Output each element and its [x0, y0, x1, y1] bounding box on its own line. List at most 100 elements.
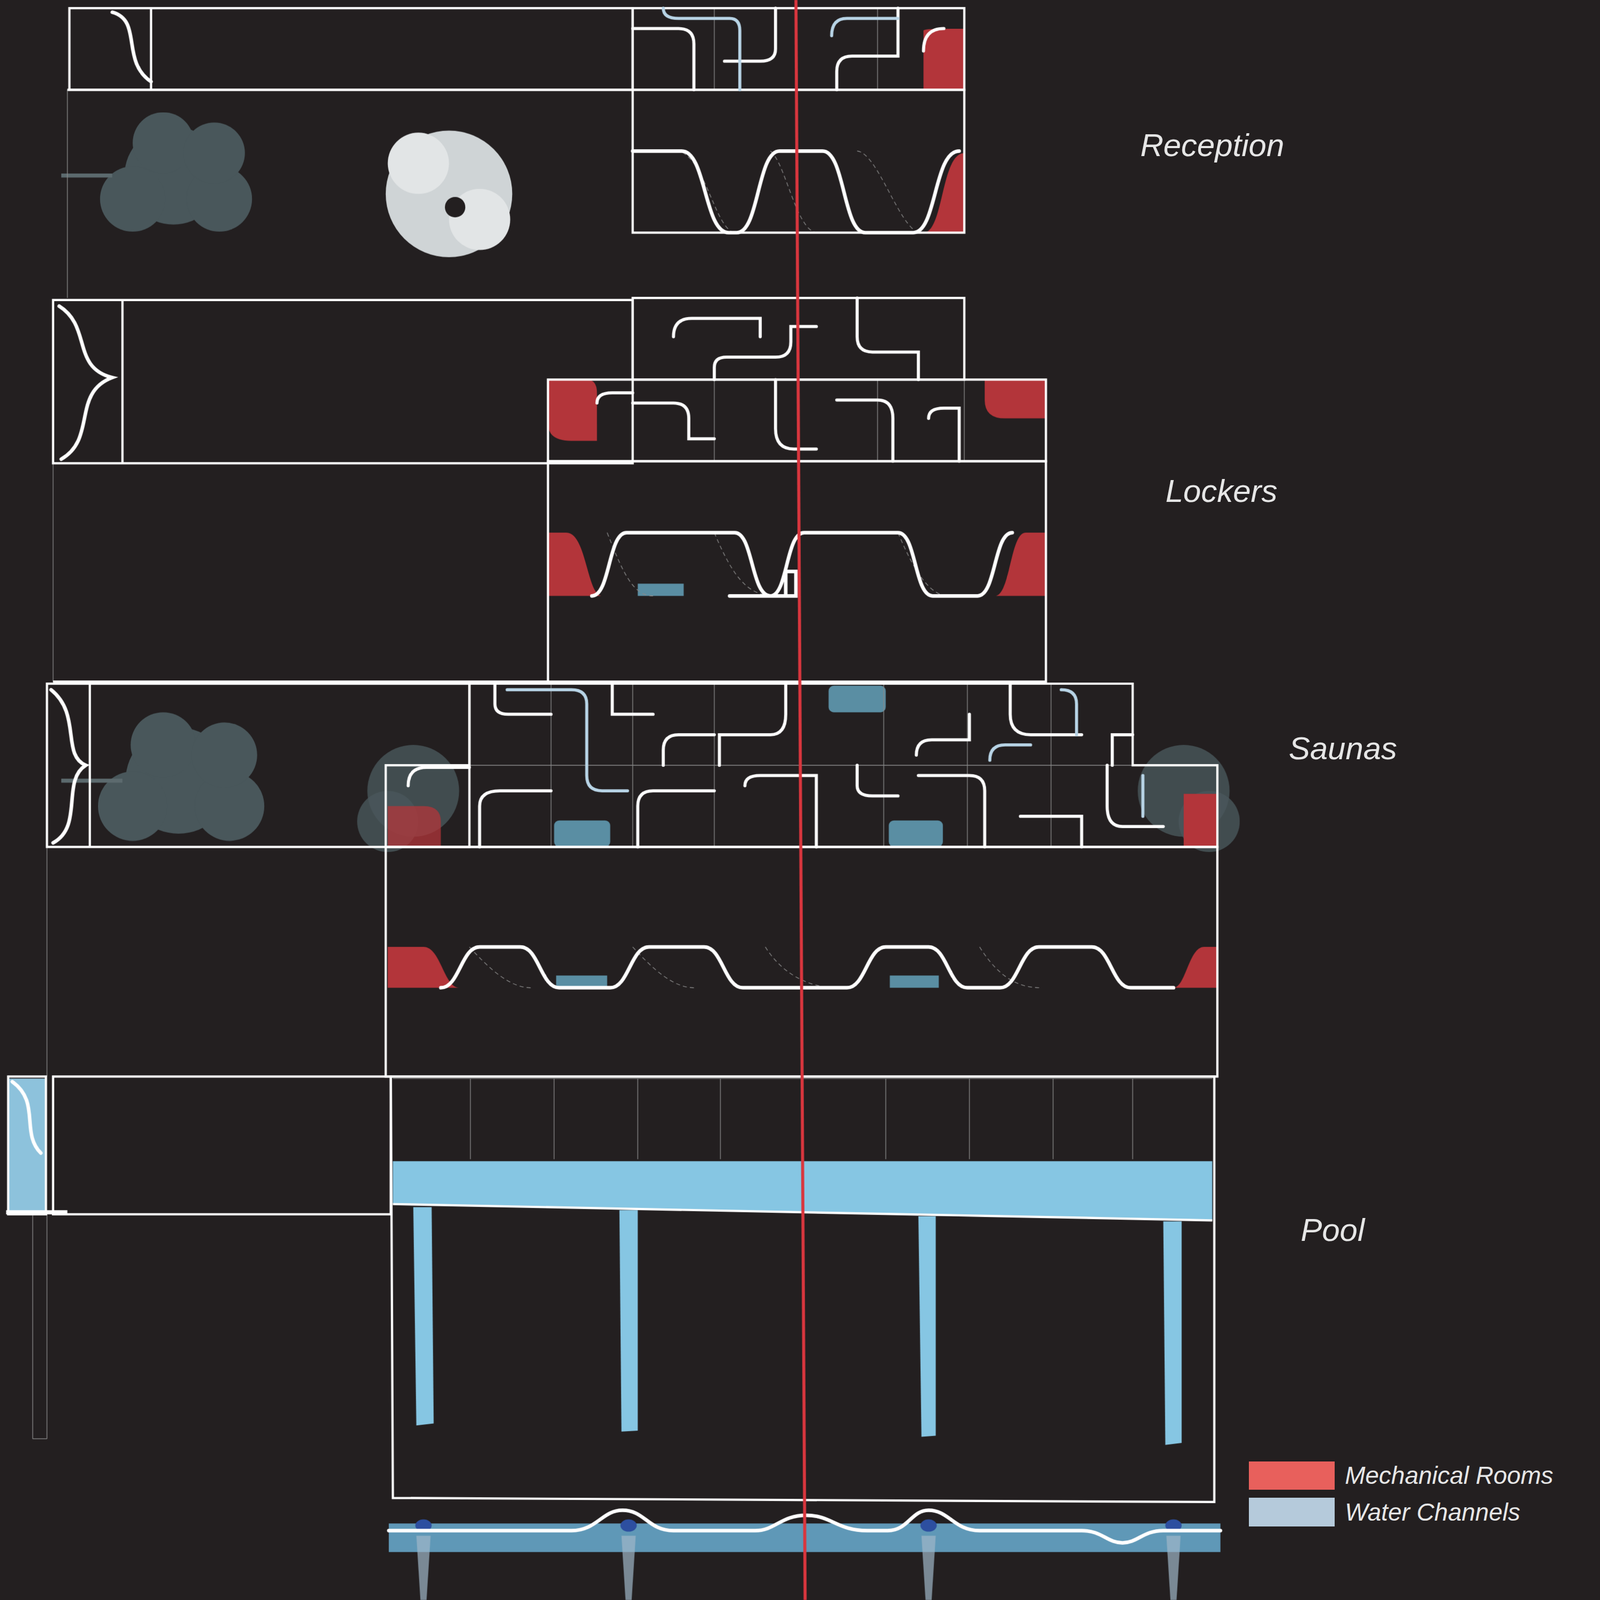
pipe: [408, 767, 470, 786]
sauna-plunge: [554, 583, 944, 988]
pipe: [744, 775, 817, 848]
building-outline: [149, 7, 152, 90]
pipe: [1107, 765, 1164, 827]
pipe: [612, 683, 654, 714]
building-outline: [53, 1076, 392, 1215]
pipe: [632, 28, 694, 91]
zone-label: Saunas: [1288, 729, 1398, 767]
water-pipe: [831, 18, 898, 36]
grid-line: [885, 1078, 887, 1159]
tree-light: [387, 132, 450, 194]
section-profile: [51, 689, 86, 843]
pipe: [836, 7, 898, 90]
building-outline: [5, 1209, 68, 1215]
legend-text: Mechanical Rooms: [1344, 1461, 1554, 1490]
pipe: [857, 297, 919, 380]
pipe: [1010, 683, 1082, 735]
zone-label: Reception: [1140, 126, 1285, 164]
mechanical-room: [547, 379, 597, 441]
grid-line: [876, 7, 878, 90]
sauna-plunge: [554, 820, 611, 848]
pipe: [923, 28, 944, 52]
section-profile: [440, 946, 1174, 988]
grid-line: [963, 379, 965, 461]
drain: [620, 1519, 637, 1532]
pipe: [596, 392, 633, 403]
water-channel: [619, 1209, 638, 1432]
water-pipe: [507, 7, 1143, 817]
sauna-plunge: [556, 975, 608, 988]
building-outline: [547, 461, 1046, 682]
tree: [191, 722, 258, 789]
section-profile: [12, 12, 1221, 1543]
zone-label-text: Lockers: [1165, 473, 1278, 509]
building-outline: [389, 1076, 392, 1215]
grid-line: [969, 1078, 970, 1159]
pipe: [918, 775, 985, 848]
tree-light: [444, 197, 466, 218]
mechanical-room: [984, 379, 1046, 419]
pipe: [1112, 734, 1133, 766]
grid-line: [553, 1078, 555, 1159]
downspout: [621, 1535, 636, 1600]
pipe: [408, 7, 1164, 847]
building-outline: [67, 88, 633, 91]
water-pipe: [1061, 689, 1077, 735]
grid-line: [1132, 1078, 1133, 1159]
pipe: [836, 400, 893, 462]
pipe: [724, 7, 776, 62]
mechanical-room: [923, 28, 965, 91]
tree-trunk: [61, 173, 113, 178]
water-pipe: [989, 744, 1031, 761]
downspout: [1166, 1535, 1181, 1600]
pipe: [663, 734, 715, 766]
mechanical-room: [1173, 946, 1217, 988]
grid-line: [713, 7, 715, 90]
legend-entry: Mechanical Rooms: [1344, 1460, 1554, 1490]
tree: [183, 122, 246, 184]
grid-line: [32, 7, 1218, 1439]
grid-line: [719, 1078, 721, 1159]
grid-line: [637, 1078, 638, 1159]
building-outline: [5, 7, 1217, 1502]
zone-label-text: Reception: [1140, 126, 1285, 163]
tree-light: [385, 130, 513, 257]
pipe: [637, 790, 715, 847]
section-cut-line: [796, 0, 806, 1600]
grid-line: [876, 379, 878, 461]
grid-line: [46, 1214, 47, 1439]
sauna-plunge: [889, 975, 939, 988]
mechanical-room: [547, 532, 603, 597]
building-outline: [53, 299, 633, 464]
downspout: [416, 1535, 431, 1600]
sauna-plunge: [828, 685, 886, 713]
drain: [920, 1519, 937, 1532]
pipe: [775, 379, 817, 449]
grid-line: [52, 463, 54, 682]
grid-line: [607, 532, 950, 597]
legend-swatch: [1248, 1497, 1335, 1527]
tree: [1178, 790, 1240, 852]
building-outline: [632, 7, 964, 90]
pipe: [719, 683, 786, 766]
mechanical-room: [387, 806, 442, 848]
section-profile: [591, 532, 1013, 597]
water-pipe: [663, 7, 741, 90]
pipe: [928, 408, 960, 462]
water-channel: [7, 1078, 46, 1215]
tree: [98, 112, 1240, 853]
mechanical-room: [387, 28, 1218, 988]
grid-line: [67, 90, 68, 299]
section-profile: [12, 1081, 42, 1153]
pipe: [479, 790, 551, 847]
grid-line: [32, 1438, 47, 1440]
downspout: [416, 1535, 1181, 1600]
pipe: [916, 714, 970, 756]
mechanical-room: [1183, 793, 1218, 848]
grid-line: [469, 1078, 471, 1159]
pipe: [857, 765, 899, 796]
pipe: [1020, 816, 1082, 847]
water-pipe: [507, 689, 628, 792]
building-outline: [7, 1076, 46, 1215]
